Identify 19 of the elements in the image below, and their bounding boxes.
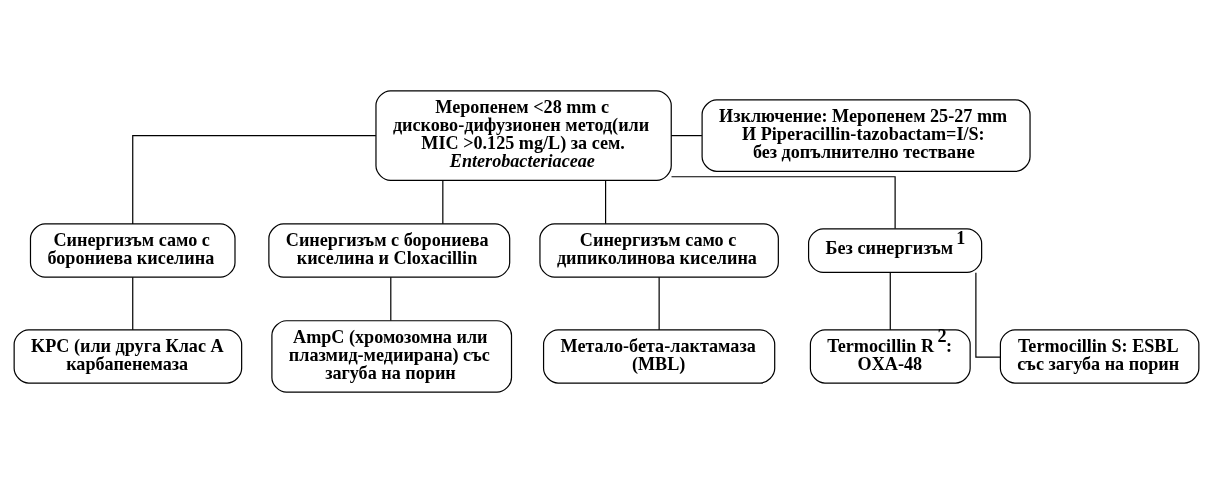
connector [390,276,392,321]
node-box: Синергизъм само с борониева киселина [29,222,236,278]
connector [132,134,377,225]
node-box: Синергизъм с борониева киселина и Cloxacillin [268,222,511,278]
node-box: Меропенем <28 mm с дисково-дифузионен метод(или MIC >0.125 mg/L) за сем. Enterobacteriaceae [375,89,672,181]
connector [975,271,1001,358]
node-box: Метало-бета-лактамаза (MBL) [542,328,776,384]
node-box: Termocillin S: ESBL със загуба на порин [999,328,1200,384]
node-box: KPC (или друга Клас А карбапенемаза [13,328,243,384]
node-box: Изключение: Меропенем 25-27 mm И Piperacillin-tazobactam=I/S: без допълнително тестване [701,98,1031,172]
connector [658,276,660,330]
connector [670,175,896,229]
connector [132,276,134,330]
node-box: Синергизъм само с дипиколинова киселина [539,222,779,278]
node-box: AmpC (хромозомна или плазмид-медиирана) със загуба на порин [271,319,513,393]
connector [442,179,444,224]
connector [605,179,607,224]
connector [889,271,891,330]
connector [670,134,703,136]
